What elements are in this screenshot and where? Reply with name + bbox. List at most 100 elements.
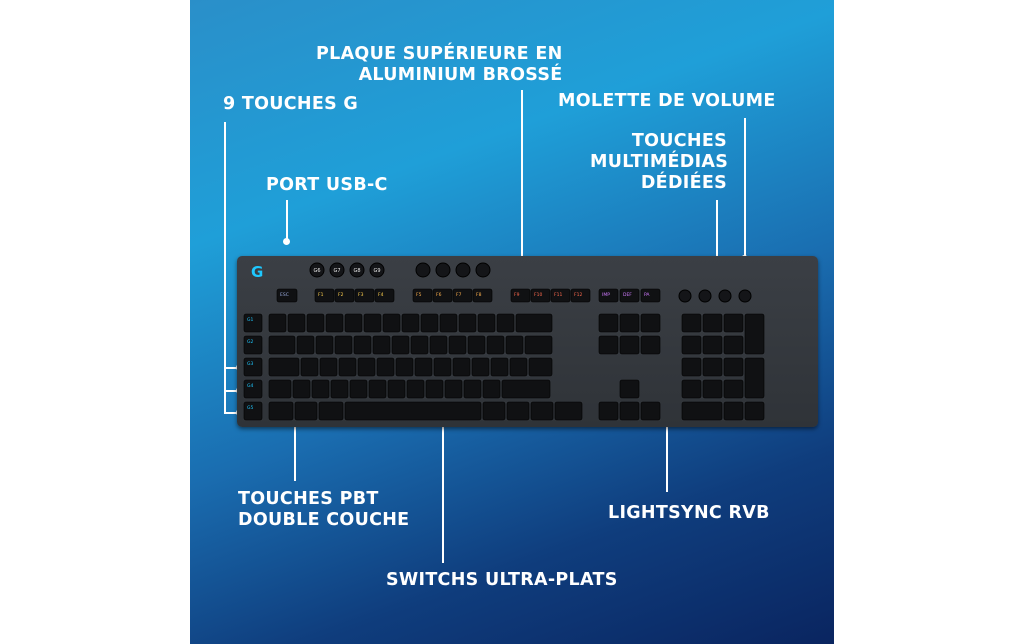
key-f5[interactable]: F5 bbox=[412, 288, 433, 303]
key[interactable] bbox=[353, 335, 372, 355]
key[interactable] bbox=[330, 379, 349, 399]
key[interactable] bbox=[344, 313, 363, 333]
g-key-g9[interactable]: G9 bbox=[369, 262, 385, 278]
nav-key[interactable] bbox=[640, 335, 661, 355]
nav-key[interactable] bbox=[640, 313, 661, 333]
numpad-key[interactable] bbox=[681, 401, 723, 421]
numpad-key[interactable] bbox=[681, 335, 702, 355]
nav-key[interactable] bbox=[619, 313, 640, 333]
key[interactable] bbox=[325, 313, 344, 333]
g-key-g5[interactable]: G5 bbox=[243, 401, 263, 421]
key-f12[interactable]: F12 bbox=[570, 288, 591, 303]
key-f10[interactable]: F10 bbox=[530, 288, 551, 303]
key[interactable] bbox=[505, 335, 524, 355]
key-f11[interactable]: F11 bbox=[550, 288, 571, 303]
key[interactable] bbox=[425, 379, 444, 399]
key-esc[interactable]: ESC bbox=[276, 288, 298, 303]
key-f3[interactable]: F3 bbox=[354, 288, 375, 303]
key[interactable] bbox=[311, 379, 330, 399]
numpad-key[interactable] bbox=[702, 379, 723, 399]
numpad-key[interactable] bbox=[681, 379, 702, 399]
key[interactable] bbox=[395, 357, 414, 377]
key[interactable] bbox=[344, 401, 482, 421]
key-f4[interactable]: F4 bbox=[374, 288, 395, 303]
g-key-g8[interactable]: G8 bbox=[349, 262, 365, 278]
numpad-key[interactable] bbox=[702, 357, 723, 377]
key[interactable] bbox=[372, 335, 391, 355]
key-imp[interactable]: IMP bbox=[598, 288, 619, 303]
key[interactable] bbox=[463, 379, 482, 399]
g-key-g3[interactable]: G3 bbox=[243, 357, 263, 377]
key[interactable] bbox=[268, 401, 294, 421]
key[interactable] bbox=[357, 357, 376, 377]
key[interactable] bbox=[334, 335, 353, 355]
arrow-up-key[interactable] bbox=[619, 379, 640, 399]
nav-key[interactable] bbox=[598, 335, 619, 355]
numpad-key[interactable] bbox=[681, 357, 702, 377]
key[interactable] bbox=[268, 379, 292, 399]
key[interactable] bbox=[482, 379, 501, 399]
numpad-key[interactable] bbox=[723, 313, 744, 333]
mode-button[interactable] bbox=[475, 262, 491, 278]
arrow-key[interactable] bbox=[640, 401, 661, 421]
key[interactable] bbox=[530, 401, 554, 421]
key-f9[interactable]: F9 bbox=[510, 288, 531, 303]
key[interactable] bbox=[368, 379, 387, 399]
key[interactable] bbox=[524, 335, 553, 355]
key[interactable] bbox=[471, 357, 490, 377]
key[interactable] bbox=[319, 357, 338, 377]
key-f8[interactable]: F8 bbox=[472, 288, 493, 303]
key[interactable] bbox=[318, 401, 344, 421]
key[interactable] bbox=[444, 379, 463, 399]
numpad-key[interactable] bbox=[702, 335, 723, 355]
g-key-g1[interactable]: G1 bbox=[243, 313, 263, 333]
numpad-key[interactable] bbox=[744, 313, 765, 355]
key[interactable] bbox=[509, 357, 528, 377]
arrow-key[interactable] bbox=[619, 401, 640, 421]
g-key-g4[interactable]: G4 bbox=[243, 379, 263, 399]
key[interactable] bbox=[349, 379, 368, 399]
numpad-key[interactable] bbox=[702, 313, 723, 333]
key[interactable] bbox=[376, 357, 395, 377]
key[interactable] bbox=[482, 401, 506, 421]
media-button[interactable] bbox=[718, 289, 732, 303]
numpad-key[interactable] bbox=[723, 335, 744, 355]
key-f1[interactable]: F1 bbox=[314, 288, 335, 303]
nav-key[interactable] bbox=[598, 313, 619, 333]
key[interactable] bbox=[506, 401, 530, 421]
key[interactable] bbox=[268, 313, 287, 333]
numpad-key[interactable] bbox=[744, 357, 765, 399]
key[interactable] bbox=[296, 335, 315, 355]
media-button[interactable] bbox=[738, 289, 752, 303]
key-pa[interactable]: PA bbox=[640, 288, 661, 303]
key[interactable] bbox=[406, 379, 425, 399]
numpad-key[interactable] bbox=[723, 379, 744, 399]
mode-button[interactable] bbox=[415, 262, 431, 278]
numpad-key[interactable] bbox=[723, 401, 744, 421]
key[interactable] bbox=[315, 335, 334, 355]
key[interactable] bbox=[528, 357, 553, 377]
key[interactable] bbox=[448, 335, 467, 355]
key[interactable] bbox=[414, 357, 433, 377]
key-f6[interactable]: F6 bbox=[432, 288, 453, 303]
key[interactable] bbox=[306, 313, 325, 333]
key[interactable] bbox=[268, 335, 296, 355]
key[interactable] bbox=[391, 335, 410, 355]
key[interactable] bbox=[387, 379, 406, 399]
key[interactable] bbox=[382, 313, 401, 333]
g-key-g6[interactable]: G6 bbox=[309, 262, 325, 278]
nav-key[interactable] bbox=[619, 335, 640, 355]
key[interactable] bbox=[496, 313, 515, 333]
key[interactable] bbox=[429, 335, 448, 355]
numpad-key[interactable] bbox=[723, 357, 744, 377]
numpad-key[interactable] bbox=[744, 401, 765, 421]
key[interactable] bbox=[477, 313, 496, 333]
media-button[interactable] bbox=[678, 289, 692, 303]
key[interactable] bbox=[401, 313, 420, 333]
key[interactable] bbox=[458, 313, 477, 333]
key[interactable] bbox=[338, 357, 357, 377]
key[interactable] bbox=[268, 357, 300, 377]
g-key-g7[interactable]: G7 bbox=[329, 262, 345, 278]
key[interactable] bbox=[420, 313, 439, 333]
numpad-key[interactable] bbox=[681, 313, 702, 333]
